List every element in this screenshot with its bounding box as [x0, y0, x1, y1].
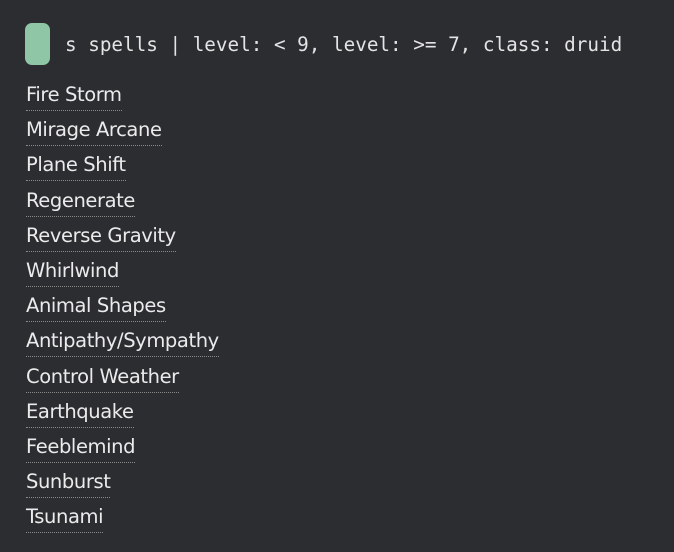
- list-item: Mirage Arcane: [26, 115, 219, 150]
- spell-link-tsunami[interactable]: Tsunami: [26, 502, 104, 534]
- list-item: Fire Storm: [26, 80, 219, 115]
- spell-link-fire-storm[interactable]: Fire Storm: [26, 80, 122, 111]
- spell-results-list: Fire Storm Mirage Arcane Plane Shift Reg…: [26, 80, 219, 537]
- spell-link-animal-shapes[interactable]: Animal Shapes: [26, 291, 166, 323]
- list-item: Tsunami: [26, 502, 219, 537]
- list-item: Plane Shift: [26, 150, 219, 185]
- query-accent-marker: [25, 23, 50, 65]
- list-item: Reverse Gravity: [26, 221, 219, 256]
- spell-link-earthquake[interactable]: Earthquake: [26, 397, 134, 428]
- list-item: Feeblemind: [26, 432, 219, 467]
- list-item: Animal Shapes: [26, 291, 219, 326]
- spell-link-antipathy-sympathy[interactable]: Antipathy/Sympathy: [26, 326, 219, 358]
- list-item: Whirlwind: [26, 256, 219, 291]
- spell-link-feeblemind[interactable]: Feeblemind: [26, 432, 135, 463]
- query-bar: s spells | level: < 9, level: >= 7, clas…: [25, 23, 622, 65]
- list-item: Earthquake: [26, 397, 219, 432]
- spell-link-regenerate[interactable]: Regenerate: [26, 186, 135, 217]
- spell-link-control-weather[interactable]: Control Weather: [26, 362, 179, 393]
- query-text: s spells | level: < 9, level: >= 7, clas…: [65, 32, 623, 56]
- spell-link-plane-shift[interactable]: Plane Shift: [26, 150, 126, 182]
- list-item: Regenerate: [26, 186, 219, 221]
- spell-link-mirage-arcane[interactable]: Mirage Arcane: [26, 115, 162, 147]
- spell-link-sunburst[interactable]: Sunburst: [26, 467, 111, 499]
- list-item: Sunburst: [26, 467, 219, 502]
- list-item: Antipathy/Sympathy: [26, 326, 219, 361]
- spell-link-whirlwind[interactable]: Whirlwind: [26, 256, 119, 287]
- spell-link-reverse-gravity[interactable]: Reverse Gravity: [26, 221, 176, 252]
- list-item: Control Weather: [26, 362, 219, 397]
